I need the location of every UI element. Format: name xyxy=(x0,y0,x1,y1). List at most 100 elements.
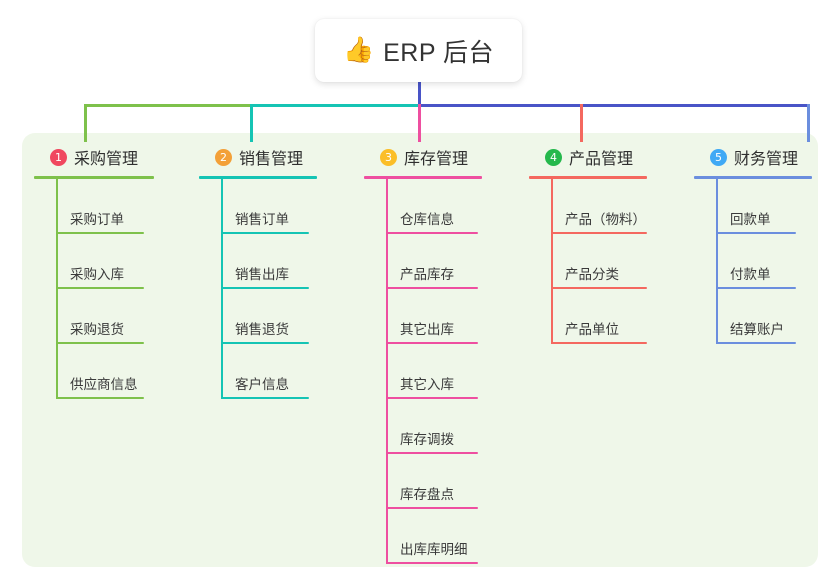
thumbs-up-icon: 👍 xyxy=(342,36,375,64)
column-header-rule-2 xyxy=(199,176,317,179)
connector-root-drop xyxy=(418,82,421,106)
column-items-1: 采购订单采购入库采购退货供应商信息 xyxy=(34,179,184,399)
connector-branch-drop-2 xyxy=(250,104,253,142)
list-item[interactable]: 产品单位 xyxy=(529,289,689,344)
list-item[interactable]: 销售退货 xyxy=(199,289,349,344)
list-item-rule xyxy=(386,397,478,399)
page-title: ERP 后台 xyxy=(383,38,495,67)
column-spine-5 xyxy=(716,179,718,344)
list-item-label: 产品（物料） xyxy=(565,212,646,227)
column-spine-1 xyxy=(56,179,58,399)
column-2: 2 销售管理销售订单销售出库销售退货客户信息 xyxy=(199,145,349,399)
list-item-label: 销售订单 xyxy=(235,212,289,227)
column-spine-4 xyxy=(551,179,553,344)
list-item-rule xyxy=(221,287,309,289)
list-item-label: 销售退货 xyxy=(235,322,289,337)
connector-bus-segment-2 xyxy=(250,104,419,107)
list-item-label: 采购入库 xyxy=(70,267,124,282)
list-item-label: 产品单位 xyxy=(565,322,619,337)
connector-bus-segment-3 xyxy=(418,104,810,107)
column-title-3: 库存管理 xyxy=(404,151,469,168)
list-item[interactable]: 采购退货 xyxy=(34,289,184,344)
connector-branch-drop-4 xyxy=(580,104,583,142)
list-item-label: 其它出库 xyxy=(400,322,454,337)
list-item[interactable]: 回款单 xyxy=(694,179,839,234)
list-item-rule xyxy=(221,397,309,399)
list-item[interactable]: 销售订单 xyxy=(199,179,349,234)
list-item-rule xyxy=(386,342,478,344)
connector-branch-drop-1 xyxy=(84,104,87,142)
list-item[interactable]: 产品库存 xyxy=(364,234,514,289)
list-item-rule xyxy=(716,287,796,289)
list-item[interactable]: 出库库明细 xyxy=(364,509,514,564)
list-item-label: 库存盘点 xyxy=(400,487,454,502)
root-node-erp-backend[interactable]: 👍 ERP 后台 xyxy=(315,19,522,82)
list-item[interactable]: 产品（物料） xyxy=(529,179,689,234)
list-item[interactable]: 采购入库 xyxy=(34,234,184,289)
list-item-rule xyxy=(716,342,796,344)
list-item[interactable]: 库存调拨 xyxy=(364,399,514,454)
list-item[interactable]: 客户信息 xyxy=(199,344,349,399)
list-item-rule xyxy=(551,232,647,234)
list-item-label: 回款单 xyxy=(730,212,771,227)
column-header-rule-3 xyxy=(364,176,482,179)
column-spine-2 xyxy=(221,179,223,399)
list-item[interactable]: 销售出库 xyxy=(199,234,349,289)
connector-bus-segment-1 xyxy=(84,104,251,107)
list-item[interactable]: 库存盘点 xyxy=(364,454,514,509)
column-spine-3 xyxy=(386,179,388,564)
list-item[interactable]: 供应商信息 xyxy=(34,344,184,399)
column-badge-5: 5 xyxy=(710,148,727,166)
list-item-label: 结算账户 xyxy=(730,322,784,337)
list-item-label: 其它入库 xyxy=(400,377,454,392)
column-header-rule-5 xyxy=(694,176,812,179)
column-badge-2: 2 xyxy=(215,148,232,166)
list-item-rule xyxy=(716,232,796,234)
list-item[interactable]: 产品分类 xyxy=(529,234,689,289)
list-item-label: 付款单 xyxy=(730,267,771,282)
list-item-rule xyxy=(386,562,478,564)
list-item-label: 采购订单 xyxy=(70,212,124,227)
column-title-2: 销售管理 xyxy=(239,151,304,168)
column-header-2[interactable]: 2 销售管理 xyxy=(199,145,349,169)
list-item-rule xyxy=(56,342,144,344)
list-item[interactable]: 采购订单 xyxy=(34,179,184,234)
list-item-label: 销售出库 xyxy=(235,267,289,282)
list-item-label: 仓库信息 xyxy=(400,212,454,227)
list-item-label: 客户信息 xyxy=(235,377,289,392)
column-badge-4: 4 xyxy=(545,148,562,166)
diagram-panel xyxy=(22,133,818,567)
column-items-4: 产品（物料） 产品分类产品单位 xyxy=(529,179,689,344)
list-item-rule xyxy=(386,452,478,454)
list-item[interactable]: 付款单 xyxy=(694,234,839,289)
list-item[interactable]: 结算账户 xyxy=(694,289,839,344)
list-item-rule xyxy=(56,232,144,234)
list-item[interactable]: 其它出库 xyxy=(364,289,514,344)
list-item-rule xyxy=(221,342,309,344)
list-item-rule xyxy=(551,342,647,344)
column-header-rule-4 xyxy=(529,176,647,179)
list-item-rule xyxy=(386,232,478,234)
list-item-rule xyxy=(221,232,309,234)
list-item-label: 出库库明细 xyxy=(400,542,468,557)
list-item-rule xyxy=(56,397,144,399)
list-item-label: 采购退货 xyxy=(70,322,124,337)
list-item-rule xyxy=(56,287,144,289)
column-items-3: 仓库信息产品库存其它出库其它入库库存调拨库存盘点出库库明细 xyxy=(364,179,514,564)
list-item-rule xyxy=(386,507,478,509)
list-item-label: 库存调拨 xyxy=(400,432,454,447)
list-item-label: 供应商信息 xyxy=(70,377,138,392)
column-items-5: 回款单付款单结算账户 xyxy=(694,179,839,344)
list-item[interactable]: 仓库信息 xyxy=(364,179,514,234)
connector-branch-drop-3 xyxy=(418,104,421,142)
column-header-rule-1 xyxy=(34,176,154,179)
list-item[interactable]: 其它入库 xyxy=(364,344,514,399)
connector-branch-drop-5 xyxy=(807,104,810,142)
